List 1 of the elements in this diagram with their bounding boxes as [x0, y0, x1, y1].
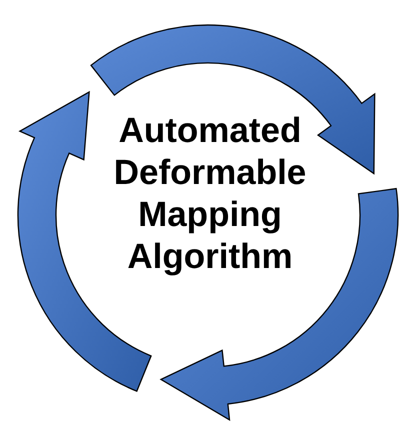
- title-text: Automated Deformable Mapping Algorithm: [95, 110, 325, 278]
